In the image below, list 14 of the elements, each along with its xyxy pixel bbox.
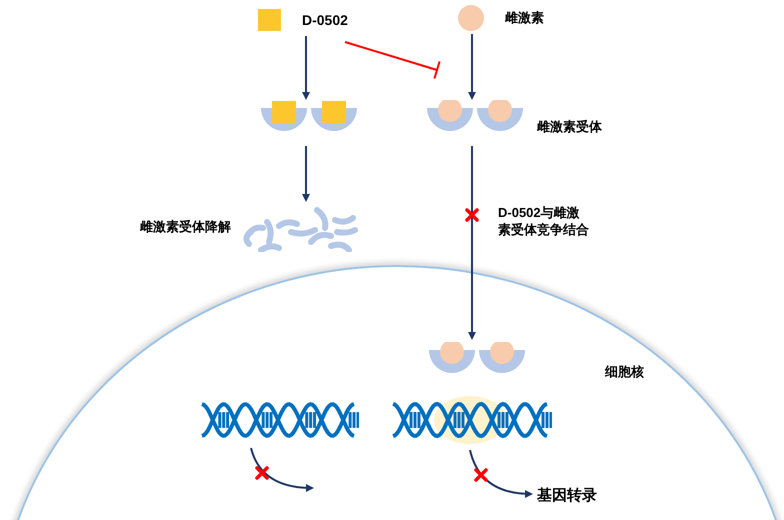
node-label: 雌激素受体降解 bbox=[140, 218, 231, 236]
arrow bbox=[469, 450, 533, 498]
node-label: 细胞核 bbox=[605, 363, 644, 381]
node-label: 基因转录 bbox=[537, 486, 597, 506]
node-label: 雌激素受体 bbox=[537, 119, 602, 134]
arrow bbox=[250, 448, 314, 492]
arrow bbox=[468, 146, 476, 340]
node-label: 雌激素 bbox=[505, 9, 544, 28]
arrow bbox=[302, 36, 310, 100]
node-label: D-0502 bbox=[302, 10, 348, 30]
arrow bbox=[468, 34, 476, 100]
arrow bbox=[302, 146, 310, 202]
edge-label: D-0502与雌激素受体竞争结合 bbox=[498, 204, 590, 238]
inhibition-line bbox=[344, 41, 441, 80]
